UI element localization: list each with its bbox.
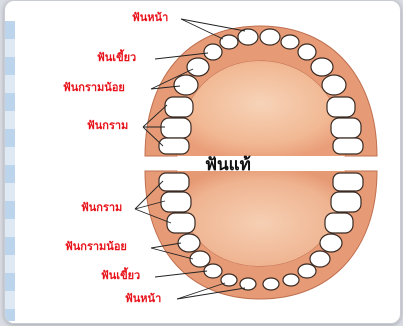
tooth (281, 35, 299, 49)
tooth (298, 44, 316, 60)
label-lower-molar: ฟันกราม (81, 202, 122, 214)
label-upper-incisor: ฟันหน้า (132, 12, 168, 24)
tooth (221, 274, 237, 286)
tooth (187, 58, 209, 76)
tooth (320, 234, 342, 252)
tooth (159, 173, 189, 191)
tooth (161, 192, 191, 212)
tooth (310, 251, 330, 267)
tooth (260, 29, 280, 45)
tooth (322, 75, 346, 95)
tooth (165, 97, 193, 117)
tooth (238, 29, 258, 45)
dental-arch-illustration (5, 1, 400, 323)
tooth (331, 192, 361, 212)
tooth (220, 35, 238, 49)
label-upper-molar: ฟันกราม (87, 120, 128, 132)
tooth (204, 44, 222, 60)
label-lower-incisor: ฟันหน้า (125, 293, 161, 305)
diagram-panel: ฟันหน้า ฟันเขี้ยว ฟันกรามน้อย ฟันกราม ฟั… (4, 0, 401, 324)
tooth (161, 118, 191, 138)
label-lower-premolar: ฟันกรามน้อย (65, 241, 127, 253)
tooth (327, 97, 355, 117)
tooth (331, 118, 361, 138)
diagram-title: ฟันแท้ (205, 151, 251, 178)
tooth (283, 274, 299, 286)
tooth (333, 138, 363, 154)
tooth (298, 264, 316, 278)
tooth (159, 138, 189, 154)
tooth (325, 213, 353, 233)
tooth (333, 173, 363, 191)
label-upper-canine: ฟันเขี้ยว (97, 52, 136, 64)
tooth (174, 75, 198, 95)
label-upper-premolar: ฟันกรามน้อย (63, 82, 125, 94)
label-lower-canine: ฟันเขี้ยว (101, 270, 140, 282)
tooth (167, 213, 195, 233)
tooth (263, 278, 279, 290)
tooth (311, 58, 333, 76)
tooth (178, 234, 200, 252)
